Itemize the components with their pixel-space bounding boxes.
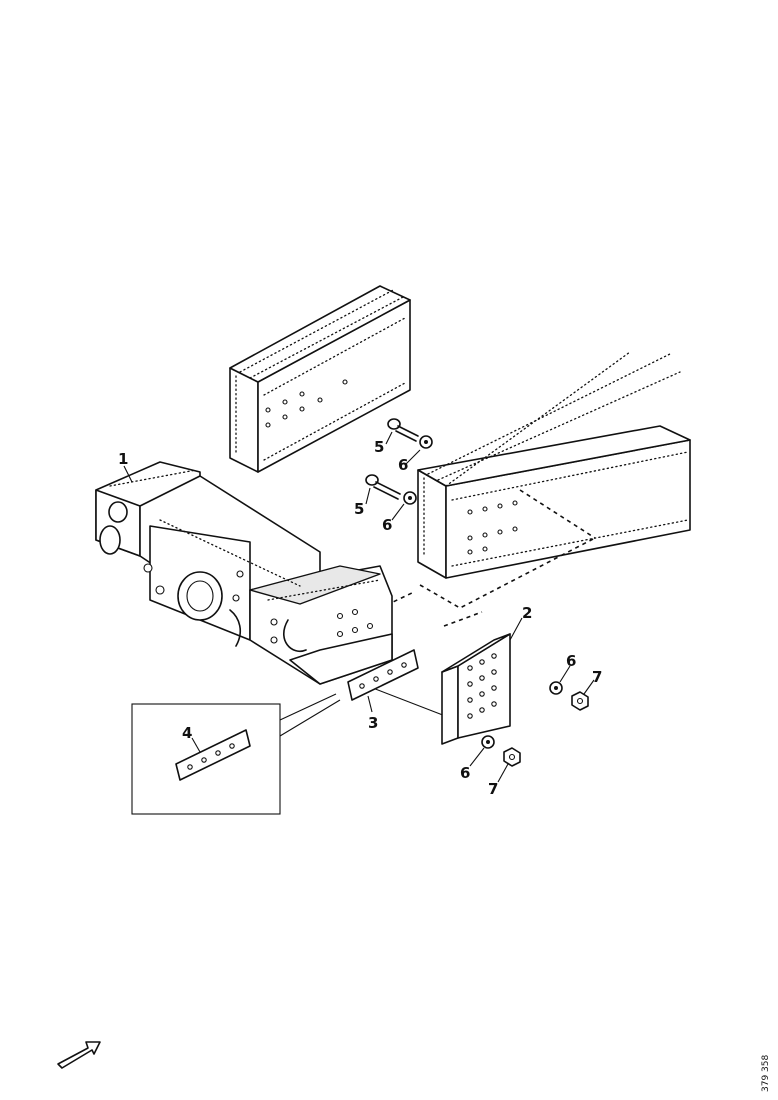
callout-6-plate-upper: 6	[566, 652, 576, 670]
frame-rail-lower	[417, 351, 691, 579]
document-number: 379 358	[761, 1055, 771, 1092]
callout-4: 4	[182, 724, 192, 742]
callout-1: 1	[118, 450, 128, 468]
callout-5-lower: 5	[354, 500, 364, 518]
side-plate-holes	[467, 653, 497, 719]
side-plate	[441, 633, 511, 745]
washer-plate-lower	[481, 735, 495, 749]
detail-inset	[131, 693, 341, 815]
washer-plate-upper	[549, 681, 563, 695]
callout-6-middle: 6	[382, 516, 392, 534]
direction-arrow-icon	[57, 1041, 101, 1069]
small-plate	[347, 649, 419, 701]
towing-bracket	[95, 461, 393, 685]
callout-7-lower: 7	[488, 780, 498, 798]
washer-upper	[419, 435, 433, 449]
nut-plate-upper	[571, 691, 589, 711]
nut-plate-lower	[503, 747, 521, 767]
leader-lines	[123, 431, 595, 783]
callout-5-upper: 5	[374, 438, 384, 456]
bolt-lower	[365, 474, 401, 500]
callout-7-upper: 7	[592, 668, 602, 686]
callout-3: 3	[368, 714, 378, 732]
washer-lower	[403, 491, 417, 505]
frame-rail-upper	[229, 285, 411, 473]
callout-6-upper: 6	[398, 456, 408, 474]
callout-2: 2	[522, 604, 532, 622]
bolt-upper	[387, 418, 419, 442]
callout-6-plate-lower: 6	[460, 764, 470, 782]
